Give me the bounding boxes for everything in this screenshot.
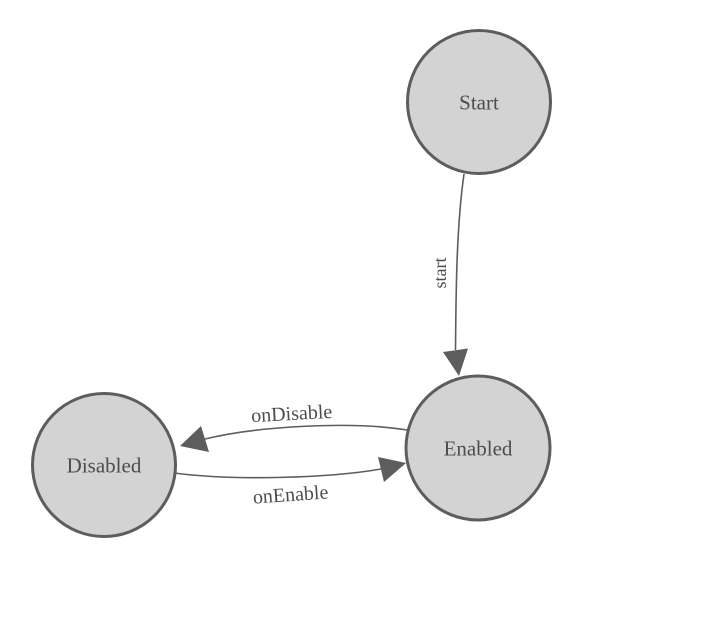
state-label-start: Start (459, 90, 499, 114)
edge-start-to-enabled: start (430, 173, 468, 376)
edge-line-enabled-to-disabled[interactable] (204, 424, 408, 440)
state-circle-start[interactable] (406, 29, 552, 175)
edge-label-on-enable: onEnable (252, 481, 329, 508)
arrowhead-icon (443, 348, 468, 376)
edge-enabled-to-disabled: onDisable (180, 401, 408, 452)
edge-label-on-disable: onDisable (251, 401, 333, 427)
state-label-disabled: Disabled (67, 453, 142, 477)
state-node-start: Start (406, 29, 552, 175)
state-circle-enabled[interactable] (404, 374, 552, 522)
edge-line-start-to-enabled[interactable] (454, 173, 465, 351)
state-node-disabled: Disabled (31, 392, 177, 538)
edge-label-start: start (430, 258, 450, 289)
state-label-enabled: Enabled (444, 436, 513, 460)
edge-line-disabled-to-enabled[interactable] (173, 468, 382, 479)
state-node-enabled: Enabled (404, 374, 552, 522)
arrowhead-icon (180, 426, 209, 452)
arrowhead-icon (378, 457, 406, 482)
edge-disabled-to-enabled: onEnable (173, 457, 406, 509)
state-circle-disabled[interactable] (31, 392, 177, 538)
